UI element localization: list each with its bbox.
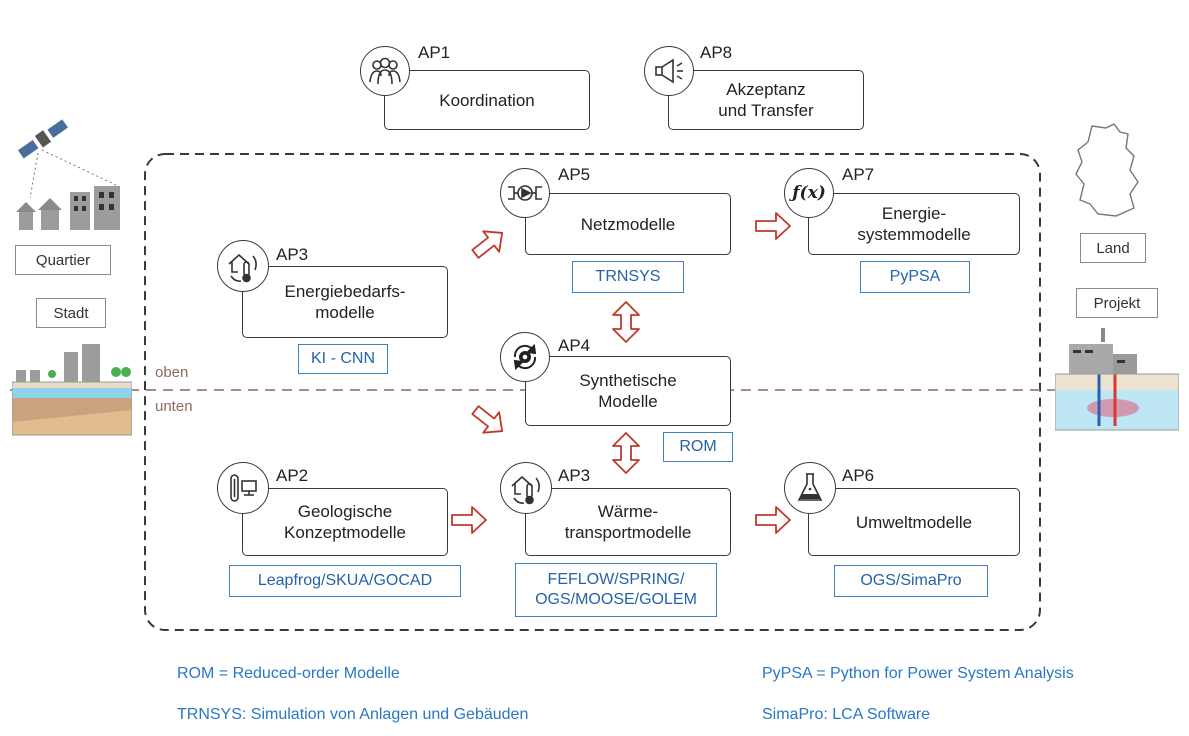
arrow-ap3b-to-ap6 <box>755 506 791 534</box>
house-thermometer-icon-2 <box>500 462 552 514</box>
arrow-ap2-to-ap3b <box>451 506 487 534</box>
ap3a-code: AP3 <box>276 245 309 264</box>
ap2-tool: Leapfrog/SKUA/GOCAD <box>229 565 461 597</box>
ap5-box: Netzmodelle <box>525 193 731 255</box>
quarter-buildings-icon <box>16 186 120 230</box>
ap3a-tool: KI - CNN <box>298 344 388 374</box>
city-cross-section-icon <box>12 344 132 436</box>
legend-simapro: SimaPro: LCA Software <box>762 706 931 723</box>
level-lower-label: unten <box>155 398 193 415</box>
ap6-code: AP6 <box>842 466 875 485</box>
ap1-code: AP1 <box>418 43 451 62</box>
germany-map-icon <box>1075 123 1139 217</box>
ap4-box: Synthetische Modelle <box>525 356 731 426</box>
arrow-ap3a-to-ap5 <box>471 230 504 259</box>
borehole-computer-icon <box>217 462 269 514</box>
people-group-icon <box>360 46 410 96</box>
ap6-tool: OGS/SimaPro <box>834 565 988 597</box>
ap6-box: Umweltmodelle <box>808 488 1020 556</box>
ap8-box: Akzeptanz und Transfer <box>668 70 864 130</box>
arrow-ap5-to-ap7 <box>755 212 791 240</box>
legend-pypsa: PyPSA = Python for Power System Analysis <box>762 665 1074 682</box>
function-fx-icon: ƒ(x) <box>784 168 834 218</box>
arrow-ap3a-to-ap4 <box>471 405 504 434</box>
ap1-box: Koordination <box>384 70 590 130</box>
level-upper-label: oben <box>155 364 189 381</box>
ap7-tool: PyPSA <box>860 261 970 293</box>
ap3b-tool: FEFLOW/SPRING/ OGS/MOOSE/GOLEM <box>515 563 717 617</box>
legend-trnsys: TRNSYS: Simulation von Anlagen und Gebäu… <box>177 706 529 723</box>
ap7-box: Energie- systemmodelle <box>808 193 1020 255</box>
ap3b-box: Wärme- transportmodelle <box>525 488 731 556</box>
network-pump-icon <box>500 168 550 218</box>
arrow-ap5-ap4 <box>612 301 640 343</box>
scale-projekt: Projekt <box>1076 288 1158 318</box>
legend-rom: ROM = Reduced-order Modelle <box>177 665 400 682</box>
ap2-box: Geologische Konzeptmodelle <box>242 488 448 556</box>
megaphone-icon <box>644 46 694 96</box>
ap4-tool: ROM <box>663 432 733 462</box>
ap8-code: AP8 <box>700 43 733 62</box>
ap3a-box: Energiebedarfs- modelle <box>242 266 448 338</box>
ap7-code: AP7 <box>842 165 875 184</box>
flask-icon <box>784 462 836 514</box>
house-thermometer-icon <box>217 240 269 292</box>
scale-quartier: Quartier <box>15 245 111 275</box>
scale-stadt: Stadt <box>36 298 106 328</box>
ap5-code: AP5 <box>558 165 591 184</box>
model-frame <box>144 153 1041 631</box>
ap4-code: AP4 <box>558 336 591 355</box>
geothermal-plant-icon <box>1055 328 1179 431</box>
arrow-ap4-ap3b <box>612 432 640 474</box>
ap3b-code: AP3 <box>558 466 591 485</box>
satellite-icon <box>17 119 119 199</box>
scale-land: Land <box>1080 233 1146 263</box>
gear-cycle-icon <box>500 332 550 382</box>
ap2-code: AP2 <box>276 466 309 485</box>
ap5-tool: TRNSYS <box>572 261 684 293</box>
